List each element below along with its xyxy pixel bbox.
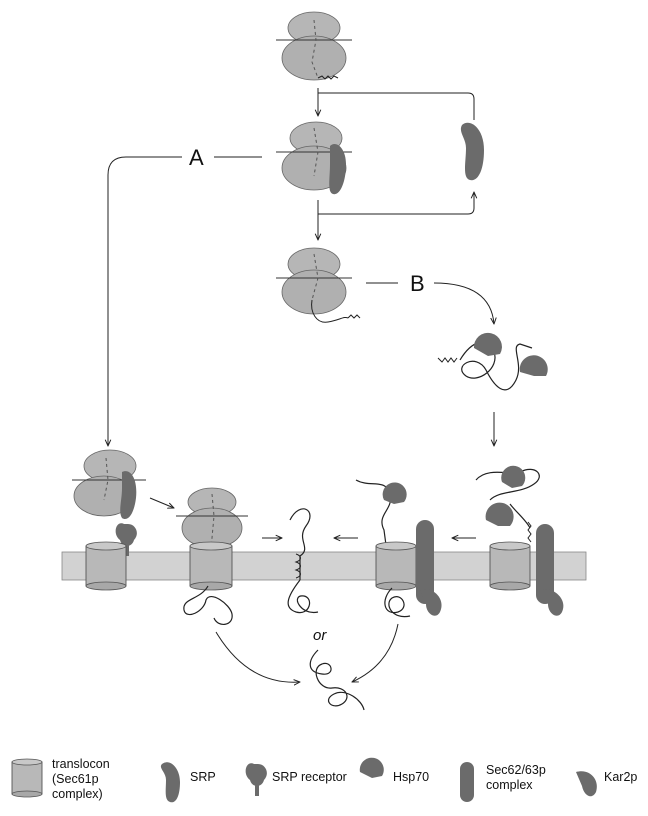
pathway-label-a: A [189, 145, 204, 170]
legend-translocon-line2: (Sec61p [52, 772, 99, 786]
kar2p-icon [576, 771, 597, 797]
unfolded-chain-hsp70 [437, 332, 548, 391]
srp-free [460, 122, 484, 181]
stage-posttranslational-docking [475, 465, 564, 616]
translocon [375, 541, 417, 591]
stage-posttranslational-engaged [355, 479, 442, 618]
hsp70 [473, 332, 502, 356]
translocon [189, 541, 233, 591]
legend-srp: SRP [190, 770, 216, 784]
sec62-63p-complex [416, 520, 434, 604]
folded-chain [309, 649, 365, 711]
legend-sec62-line1: Sec62/63p [486, 763, 546, 777]
srp-cycle-top [318, 92, 475, 120]
ribosome-lower [276, 247, 361, 323]
ribosome-srp-bound [276, 121, 352, 195]
translocon [489, 541, 531, 591]
srp-icon [160, 762, 180, 803]
pathway-label-b: B [410, 271, 425, 296]
stage-srp-receptor [72, 449, 146, 591]
srp-bound [329, 144, 346, 195]
hsp70 [519, 355, 548, 376]
pathway-a-arrow [108, 156, 182, 446]
translocon [85, 541, 127, 591]
pathway-b-arrow [433, 282, 494, 324]
ribosome-top [276, 11, 352, 81]
kar2p [540, 589, 564, 616]
srp-cycle-bottom [318, 192, 474, 215]
legend-srp-receptor: SRP receptor [272, 770, 347, 784]
translocon-icon [11, 758, 43, 798]
srp-receptor [115, 523, 137, 546]
legend-kar2p: Kar2p [604, 770, 637, 784]
sec62-63p-complex-icon [460, 762, 474, 802]
hsp70-icon [359, 757, 384, 778]
legend-translocon-line1: translocon [52, 757, 110, 771]
kar2p [420, 589, 442, 616]
nascent-chain [317, 75, 339, 80]
legend-translocon-line3: complex) [52, 787, 103, 801]
srp-receptor-icon [245, 763, 267, 796]
stage-cotranslational [176, 487, 248, 625]
stage-translocating-chain [287, 508, 319, 614]
or-label: or [313, 627, 327, 644]
sec62-63p-complex [536, 524, 554, 604]
legend: translocon (Sec61p complex) SRP SRP rece… [11, 757, 637, 803]
legend-hsp70: Hsp70 [393, 770, 429, 784]
legend-sec62-line2: complex [486, 778, 533, 792]
